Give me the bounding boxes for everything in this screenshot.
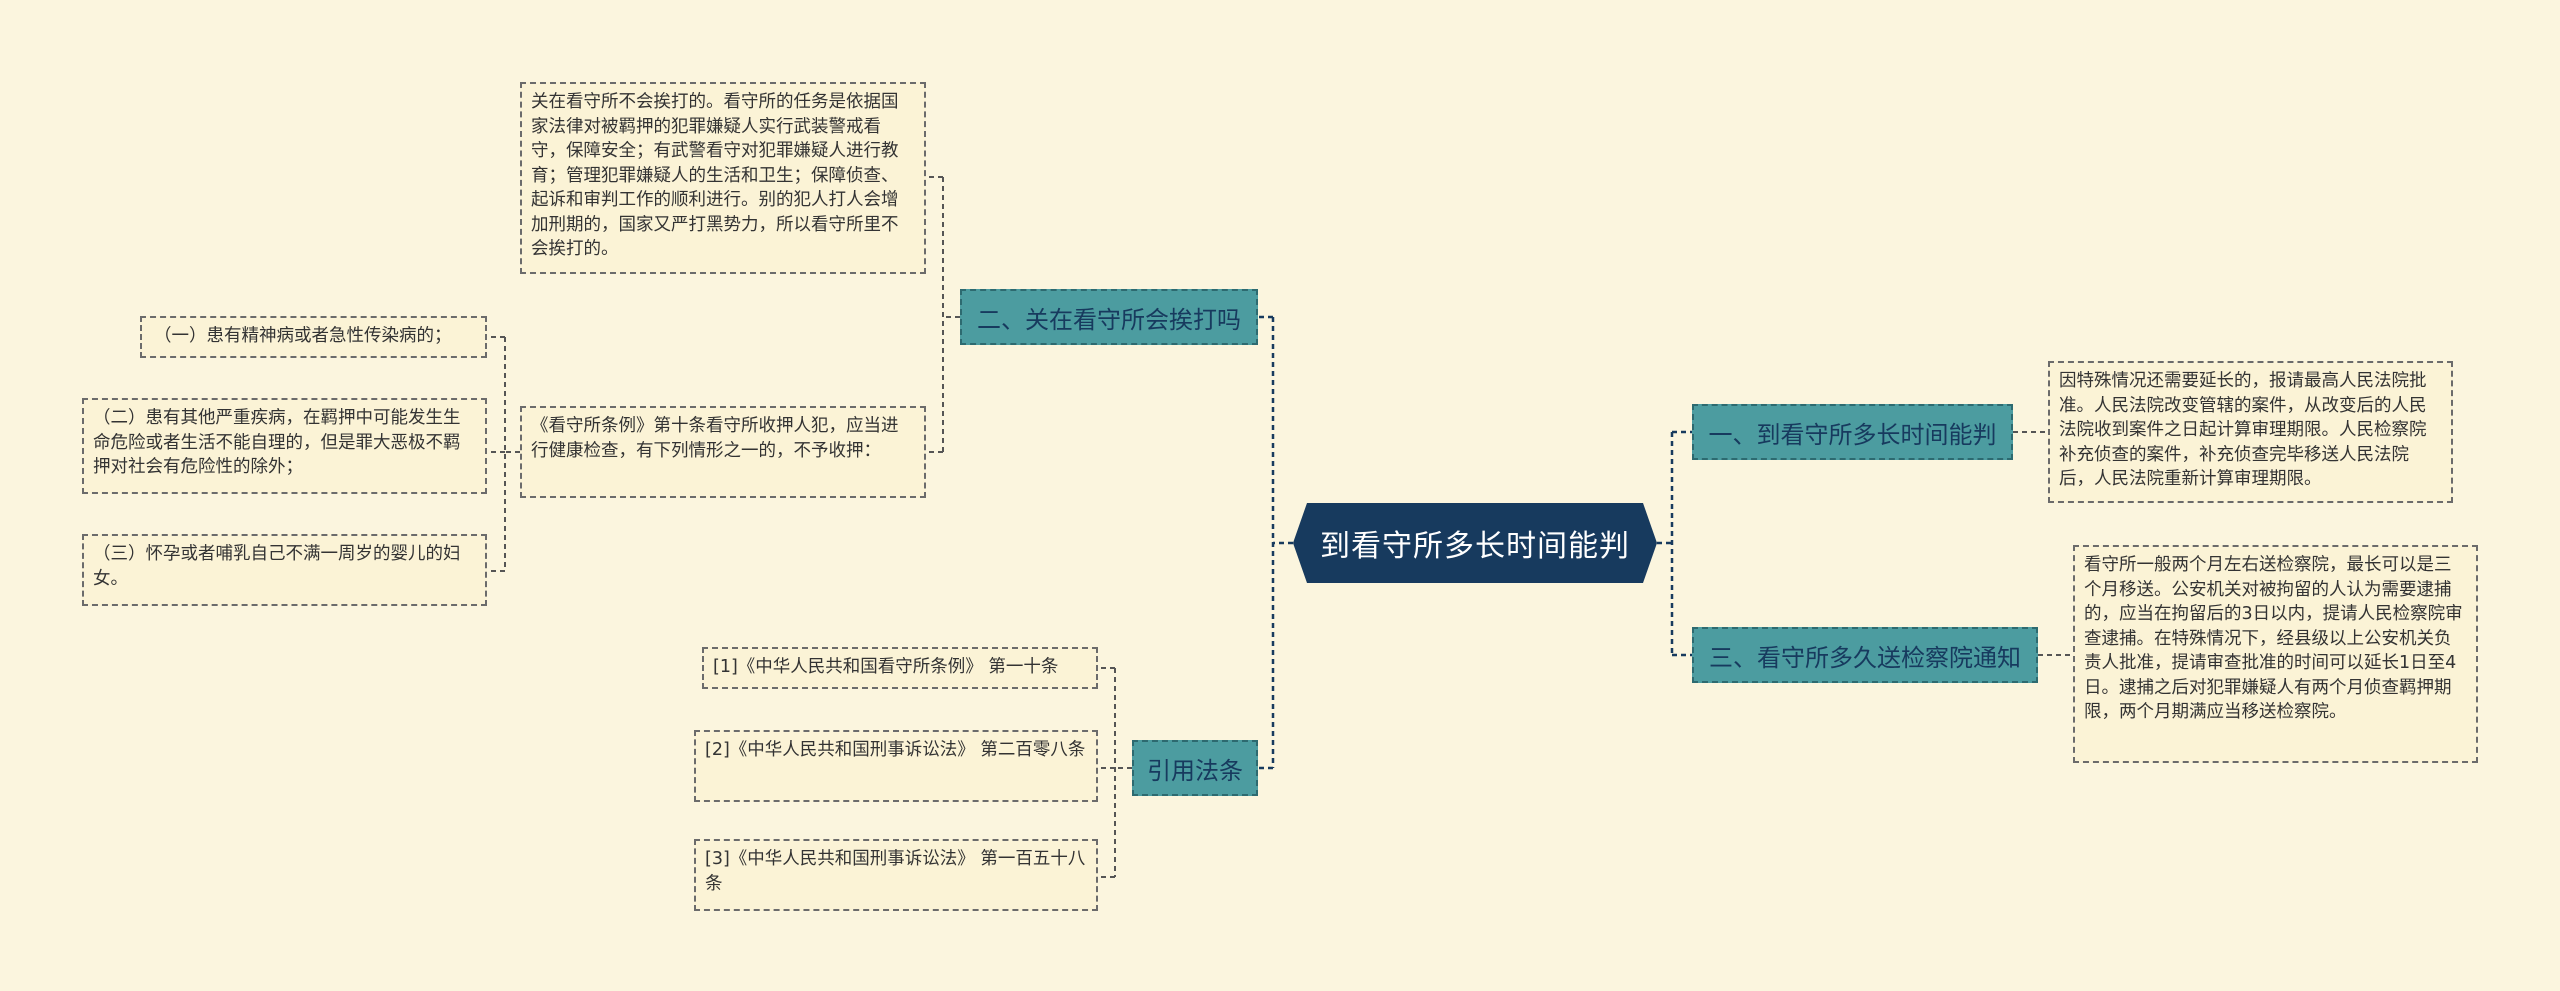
leaf-procuratorate-detail: 看守所一般两个月左右送检察院，最长可以是三个月移送。公安机关对被拘留的人认为需要… bbox=[2073, 545, 2478, 763]
branch-label: 一、到看守所多长时间能判 bbox=[1708, 420, 1997, 449]
leaf-condition-3: （三）怀孕或者哺乳自己不满一周岁的婴儿的妇女。 bbox=[82, 534, 487, 606]
branch-beating-question[interactable]: 二、关在看守所会挨打吗 bbox=[960, 289, 1258, 345]
leaf-condition-2: （二）患有其他严重疾病，在羁押中可能发生生命危险或者生活不能自理的，但是罪大恶极… bbox=[82, 398, 487, 494]
root-topic[interactable]: 到看守所多长时间能判 bbox=[1293, 503, 1657, 583]
branch-trial-time[interactable]: 一、到看守所多长时间能判 bbox=[1692, 404, 2013, 460]
leaf-trial-time-detail: 因特殊情况还需要延长的，报请最高人民法院批准。人民法院改变管辖的案件，从改变后的… bbox=[2048, 361, 2453, 503]
leaf-detention-rule: 《看守所条例》第十条看守所收押人犯，应当进行健康检查，有下列情形之一的，不予收押… bbox=[520, 406, 926, 498]
root-title: 到看守所多长时间能判 bbox=[1320, 529, 1630, 564]
branch-procuratorate-notice[interactable]: 三、看守所多久送检察院通知 bbox=[1692, 627, 2038, 683]
leaf-condition-1: （一）患有精神病或者急性传染病的； bbox=[140, 316, 487, 358]
branch-citations[interactable]: 引用法条 bbox=[1132, 740, 1258, 796]
citation-2[interactable]: [2]《中华人民共和国刑事诉讼法》 第二百零八条 bbox=[694, 730, 1098, 802]
branch-label: 引用法条 bbox=[1147, 756, 1243, 785]
branch-label: 三、看守所多久送检察院通知 bbox=[1709, 643, 2021, 672]
citation-3[interactable]: [3]《中华人民共和国刑事诉讼法》 第一百五十八条 bbox=[694, 839, 1098, 911]
citation-1[interactable]: [1]《中华人民共和国看守所条例》 第一十条 bbox=[702, 647, 1098, 689]
branch-label: 二、关在看守所会挨打吗 bbox=[977, 305, 1241, 334]
leaf-beating-detail: 关在看守所不会挨打的。看守所的任务是依据国家法律对被羁押的犯罪嫌疑人实行武装警戒… bbox=[520, 82, 926, 274]
